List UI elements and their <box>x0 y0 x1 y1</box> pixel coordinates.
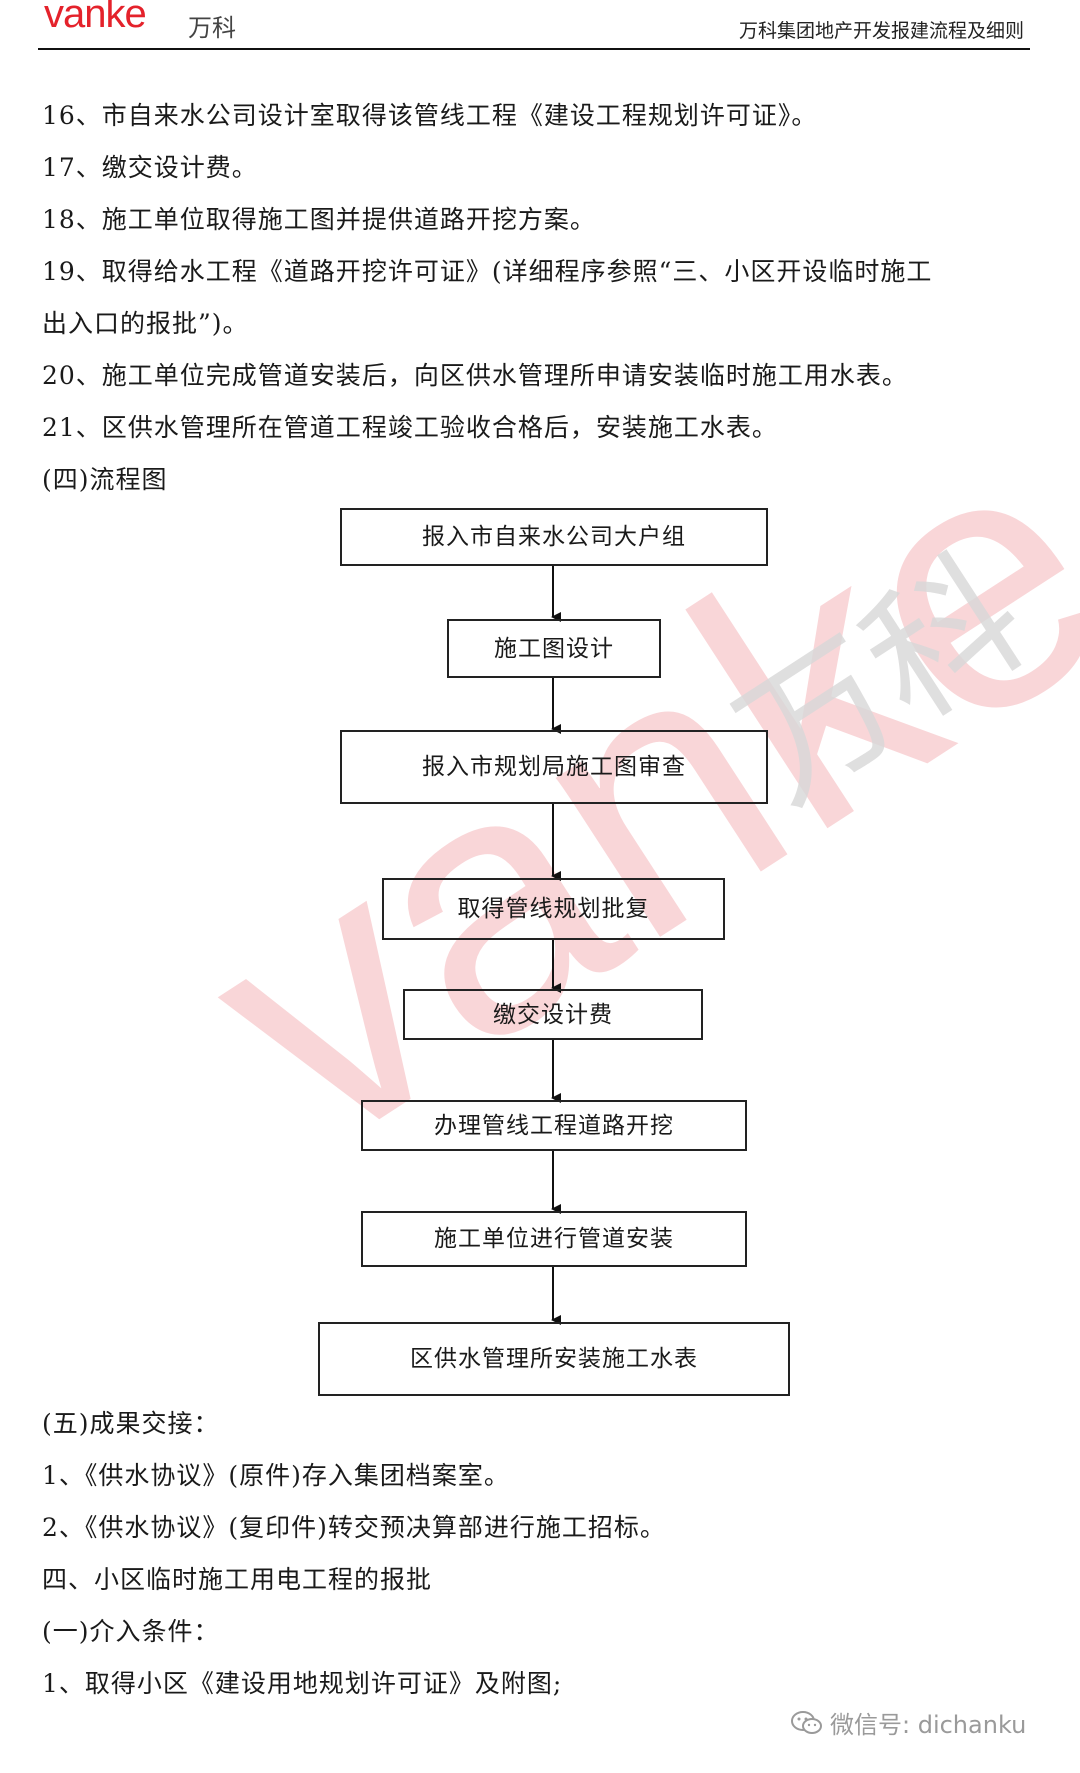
section-heading: (四)流程图 <box>42 465 168 494</box>
flow-step-label: 施工单位进行管道安装 <box>434 1226 674 1252</box>
text-line: 1、《供水协议》(原件)存入集团档案室。 <box>42 1461 510 1490</box>
flow-step-8: 区供水管理所安装施工水表 <box>318 1322 790 1396</box>
text-line: 20、施工单位完成管道安装后，向区供水管理所申请安装临时施工用水表。 <box>42 361 908 390</box>
text-line: 21、区供水管理所在管道工程竣工验收合格后，安装施工水表。 <box>42 413 778 442</box>
section-heading: 四、小区临时施工用电工程的报批 <box>42 1565 433 1594</box>
text-line: 1、取得小区《建设用地规划许可证》及附图; <box>42 1669 563 1698</box>
page-header: vanke 万科 万科集团地产开发报建流程及细则 <box>38 0 1030 50</box>
text-line: 18、施工单位取得施工图并提供道路开挖方案。 <box>42 205 596 234</box>
flow-step-label: 报入市自来水公司大户组 <box>422 524 686 550</box>
section-heading: (一)介入条件： <box>42 1617 220 1646</box>
text-line: 19、取得给水工程《道路开挖许可证》(详细程序参照“三、小区开设临时施工 <box>42 257 933 286</box>
flow-step-7: 施工单位进行管道安装 <box>361 1211 747 1267</box>
header-title: 万科集团地产开发报建流程及细则 <box>738 20 1024 42</box>
flow-step-4: 取得管线规划批复 <box>382 878 725 940</box>
flow-step-5: 缴交设计费 <box>403 989 703 1040</box>
flow-step-1: 报入市自来水公司大户组 <box>340 508 768 566</box>
flow-step-label: 办理管线工程道路开挖 <box>434 1112 674 1139</box>
flow-step-6: 办理管线工程道路开挖 <box>361 1100 747 1151</box>
text-line: 2、《供水协议》(复印件)转交预决算部进行施工招标。 <box>42 1513 666 1542</box>
wechat-watermark: 微信号: dichanku <box>790 1705 1026 1740</box>
logo-chinese: 万科 <box>188 14 236 42</box>
flow-step-label: 区供水管理所安装施工水表 <box>410 1346 698 1372</box>
text-line: 16、市自来水公司设计室取得该管线工程《建设工程规划许可证》。 <box>42 101 818 130</box>
wechat-label: 微信号: dichanku <box>830 1711 1027 1739</box>
section-heading: (五)成果交接： <box>42 1409 220 1438</box>
vanke-logo: vanke <box>44 0 147 36</box>
flow-step-3: 报入市规划局施工图审查 <box>340 730 768 804</box>
flow-step-label: 施工图设计 <box>494 635 614 662</box>
text-line: 出入口的报批”)。 <box>42 309 249 338</box>
text-line: 17、缴交设计费。 <box>42 153 258 182</box>
flow-step-label: 报入市规划局施工图审查 <box>422 754 686 780</box>
flow-step-label: 取得管线规划批复 <box>457 896 650 922</box>
flow-step-2: 施工图设计 <box>447 619 661 678</box>
flow-step-label: 缴交设计费 <box>493 1001 613 1028</box>
wechat-icon <box>791 1710 822 1734</box>
